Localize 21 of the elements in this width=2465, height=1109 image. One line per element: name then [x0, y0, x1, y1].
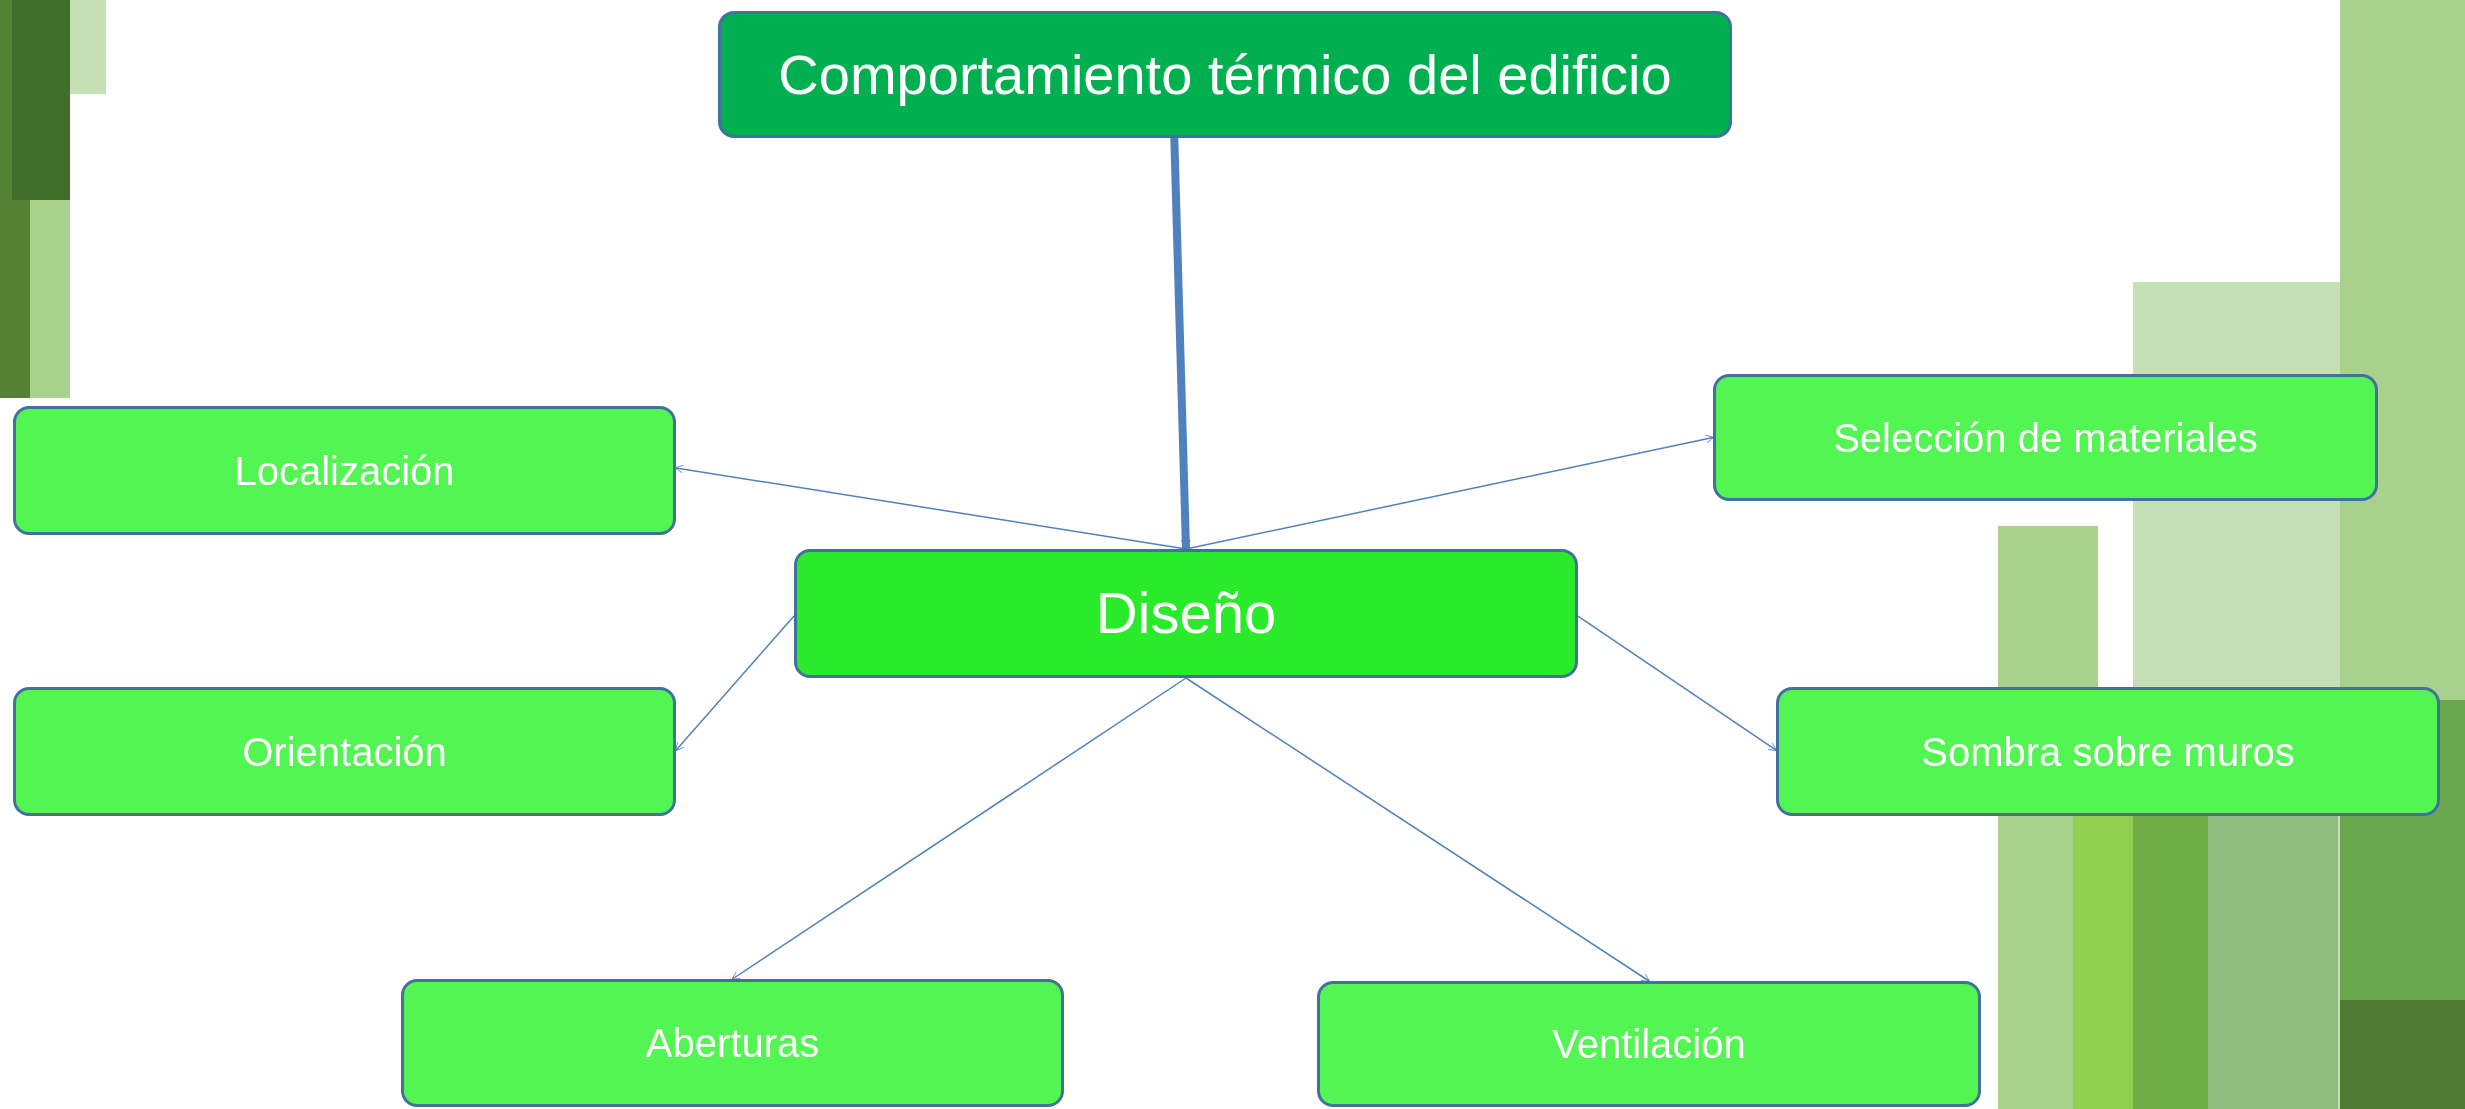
process-box	[13, 406, 676, 535]
arrow	[675, 615, 795, 752]
box-label: Diseño	[1095, 579, 1277, 648]
arrow	[731, 677, 1187, 980]
process-box	[794, 549, 1578, 678]
arrow	[1577, 615, 1778, 752]
box-label: Selección de materiales	[1833, 414, 2258, 462]
process-box	[1776, 687, 2440, 816]
arrow	[1185, 677, 1651, 982]
box-label: Comportamiento térmico del edificio	[778, 41, 1672, 108]
process-box	[13, 687, 676, 816]
process-box	[1317, 981, 1981, 1107]
box-label: Sombra sobre muros	[1921, 728, 2295, 776]
process-box	[718, 11, 1732, 138]
arrow	[1170, 137, 1191, 550]
process-box	[401, 979, 1064, 1107]
process-box	[1713, 374, 2378, 501]
box-label: Aberturas	[645, 1020, 820, 1067]
box-label: Orientación	[242, 728, 447, 776]
box-label: Localización	[234, 447, 455, 495]
box-label: Ventilación	[1552, 1021, 1746, 1068]
